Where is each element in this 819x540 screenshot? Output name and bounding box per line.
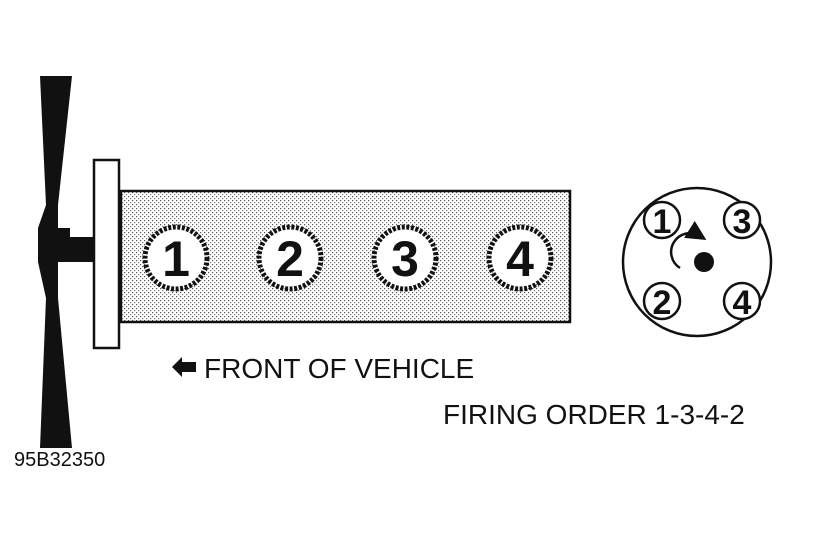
- rotation-arrow-icon: [669, 220, 707, 270]
- cylinder-label: 4: [506, 231, 534, 287]
- pulley-plate: [92, 158, 121, 350]
- distributor-terminal-3: 3: [722, 200, 762, 241]
- distributor-terminal-2: 2: [642, 281, 682, 322]
- cylinder-2: 2: [256, 224, 324, 292]
- firing-order-label: FIRING ORDER 1-3-4-2: [443, 399, 745, 430]
- terminal-label: 3: [733, 203, 752, 241]
- rotor-center: [694, 252, 714, 272]
- front-of-vehicle-label: FRONT OF VEHICLE: [204, 353, 474, 384]
- terminal-label: 1: [653, 203, 672, 241]
- cylinder-label: 2: [276, 231, 304, 287]
- cylinder-label: 3: [391, 231, 419, 287]
- distributor-terminal-4: 4: [722, 281, 762, 322]
- fan-shaft: [55, 237, 100, 262]
- distributor-terminal-1: 1: [642, 200, 682, 241]
- front-arrow-icon: [172, 357, 196, 377]
- cylinder-label: 1: [162, 231, 190, 287]
- figure-id: 95B32350: [14, 449, 105, 471]
- terminal-label: 2: [653, 284, 672, 322]
- cylinder-3: 3: [371, 224, 439, 292]
- cylinder-4: 4: [486, 224, 554, 292]
- terminal-label: 4: [733, 284, 752, 322]
- cylinder-1: 1: [142, 224, 210, 292]
